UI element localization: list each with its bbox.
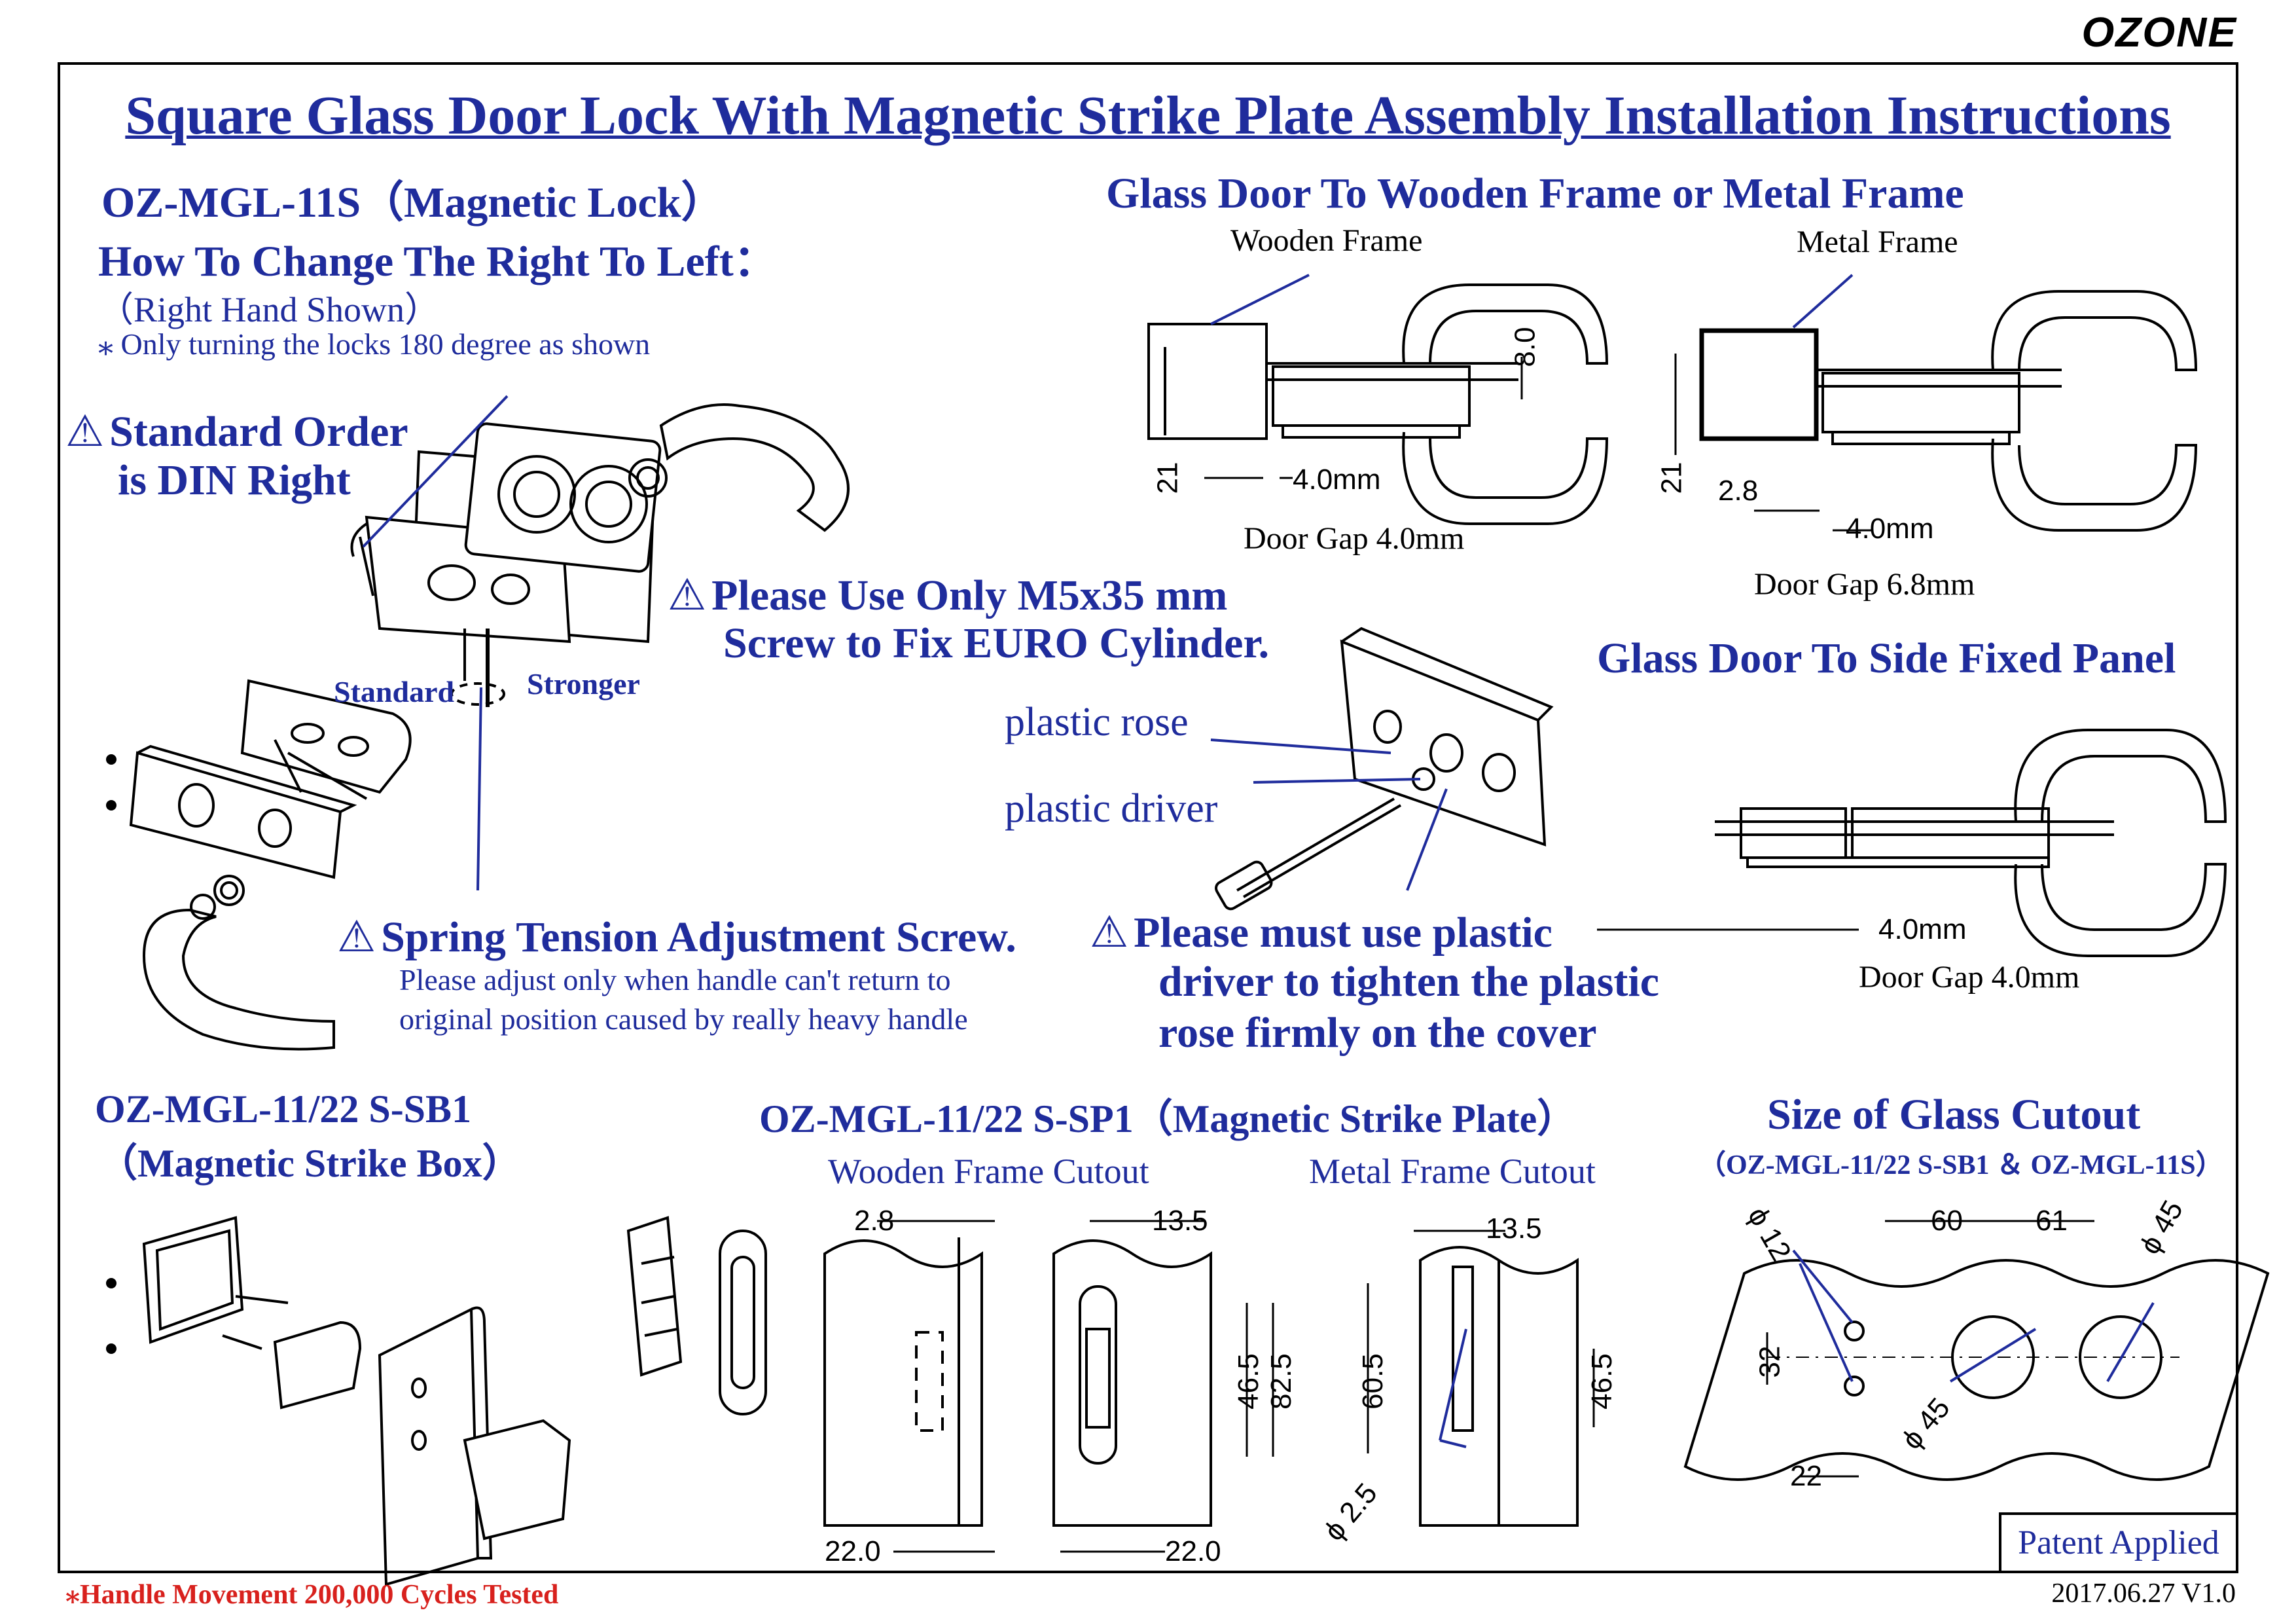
dim-4-wood: 4.0mm <box>1293 464 1381 496</box>
metal-frame-label: Metal Frame <box>1797 225 1958 259</box>
gap-wood-label: Door Gap 4.0mm <box>1244 521 1465 556</box>
dim-cut-46-5-wood: 46.5 <box>1232 1353 1265 1410</box>
lock-model-heading: OZ-MGL-11S（Magnetic Lock） <box>101 179 725 227</box>
cycles-tested-note: ⁎Handle Movement 200,000 Cycles Tested <box>65 1580 559 1610</box>
warning-icon: ⚠ <box>65 406 105 456</box>
plastic-driver-warning-text: Please must use plastic <box>1134 909 1552 957</box>
strike-plate-title: OZ-MGL-11/22 S-SP1（Magnetic Strike Plate… <box>759 1097 1577 1140</box>
din-right-label: is DIN Right <box>118 456 351 504</box>
dim-cut-60-5: 60.5 <box>1356 1353 1389 1410</box>
dim-glass-61: 61 <box>2036 1205 2068 1237</box>
plastic-rose-drawing <box>1215 627 1554 911</box>
lock-exploded-drawing <box>106 403 850 1051</box>
side-panel-diagram <box>1715 729 2227 957</box>
screw-warning-line2: Screw to Fix EURO Cylinder. <box>723 619 1270 667</box>
dim-glass-32: 32 <box>1753 1345 1786 1378</box>
dim-cut-2-8: 2.8 <box>854 1205 895 1237</box>
spring-note-line2: original position caused by really heavy… <box>399 1002 968 1036</box>
dim-cut-46-5-metal: 46.5 <box>1585 1353 1618 1410</box>
dim-cut-22-wood-right: 22.0 <box>1165 1535 1221 1567</box>
wooden-frame-label: Wooden Frame <box>1230 223 1423 258</box>
dim-cut-13-5-metal: 13.5 <box>1486 1213 1542 1245</box>
right-hand-note: （Right Hand Shown） <box>98 290 440 329</box>
wooden-cutout-label: Wooden Frame Cutout <box>828 1152 1149 1191</box>
page-frame <box>58 62 2238 1573</box>
version-label: 2017.06.27 V1.0 <box>2051 1578 2236 1609</box>
dim-21-metal: 21 <box>1655 462 1688 494</box>
wooden-cutout-drawing <box>823 1237 1212 1527</box>
warning-icon: ⚠ <box>668 570 707 620</box>
strike-box-model: OZ-MGL-11/22 S-SB1 <box>95 1087 472 1131</box>
page-title: Square Glass Door Lock With Magnetic Str… <box>125 85 2171 146</box>
strike-box-name: （Magnetic Strike Box） <box>98 1142 522 1185</box>
glass-cutout-drawing <box>1683 1259 2270 1481</box>
frame-heading: Glass Door To Wooden Frame or Metal Fram… <box>1106 170 1964 217</box>
stronger-label: Stronger <box>527 667 640 701</box>
dim-cut-22-wood-left: 22.0 <box>825 1535 881 1567</box>
plastic-driver-label: plastic driver <box>1005 786 1218 831</box>
dim-cut-13-5-wood: 13.5 <box>1152 1205 1208 1237</box>
gap-metal-label: Door Gap 6.8mm <box>1754 567 1975 602</box>
spring-note-line1: Please adjust only when handle can't ret… <box>399 963 951 996</box>
standard-order-label: ⚠Standard Order <box>65 406 408 457</box>
dim-4-metal: 4.0mm <box>1846 513 1934 545</box>
dim-glass-60: 60 <box>1931 1205 1963 1237</box>
dim-glass-22: 22 <box>1790 1460 1822 1492</box>
turn-180-note: ⁎ Only turning the locks 180 degree as s… <box>98 327 651 361</box>
plastic-rose-label: plastic rose <box>1005 700 1189 744</box>
dim-cut-82-5: 82.5 <box>1265 1353 1297 1410</box>
wooden-frame-diagram <box>1147 283 1609 525</box>
plastic-driver-warning-line1: ⚠Please must use plastic <box>1090 907 1552 958</box>
glass-cutout-subtitle: （OZ-MGL-11/22 S-SB1 ＆ OZ-MGL-11S） <box>1698 1150 2223 1180</box>
dim-21-wood: 21 <box>1151 462 1184 494</box>
dim-4-side: 4.0mm <box>1878 913 1967 945</box>
gap-side-label: Door Gap 4.0mm <box>1859 960 2080 994</box>
warning-icon: ⚠ <box>1090 907 1129 957</box>
glass-cutout-title: Size of Glass Cutout <box>1767 1091 2141 1139</box>
plastic-driver-warning-line2: driver to tighten the plastic <box>1158 958 1660 1006</box>
screw-warning-line1: ⚠Please Use Only M5x35 mm <box>668 570 1227 621</box>
standard-order-text: Standard Order <box>109 408 408 456</box>
strike-plate-drawing <box>626 1216 767 1415</box>
metal-cutout-drawing <box>1419 1246 1579 1527</box>
metal-cutout-label: Metal Frame Cutout <box>1309 1152 1596 1191</box>
screw-warning-text: Please Use Only M5x35 mm <box>711 572 1228 619</box>
change-hand-heading: How To Change The Right To Left： <box>98 238 777 285</box>
spring-tension-text: Spring Tension Adjustment Screw. <box>381 913 1016 961</box>
strike-box-drawing <box>106 1216 571 1586</box>
dim-2-8: 2.8 <box>1718 475 1759 507</box>
dim-8: 8.0 <box>1509 327 1541 367</box>
brand-logo: OZONE <box>2081 9 2237 56</box>
metal-frame-diagram <box>1699 290 2198 532</box>
side-panel-heading: Glass Door To Side Fixed Panel <box>1597 634 2176 682</box>
plastic-driver-warning-line3: rose firmly on the cover <box>1158 1009 1597 1057</box>
patent-applied-box: Patent Applied <box>1999 1512 2238 1573</box>
spring-tension-title: ⚠Spring Tension Adjustment Screw. <box>337 911 1016 962</box>
warning-icon: ⚠ <box>337 911 376 962</box>
standard-label: Standard <box>334 675 455 708</box>
